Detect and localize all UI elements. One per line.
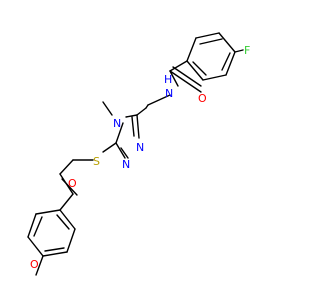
bond [56, 214, 70, 230]
atom-labels: F O N H N N N S O O [30, 44, 250, 271]
bond [115, 142, 126, 159]
bond [27, 236, 44, 257]
bond [221, 52, 231, 71]
bond [169, 70, 202, 93]
bond [33, 216, 43, 237]
bond [35, 255, 44, 276]
bond [186, 60, 204, 81]
bond [102, 142, 117, 153]
bond [186, 37, 197, 62]
bond [195, 32, 220, 39]
bond [169, 70, 179, 87]
bond [125, 114, 138, 118]
bond [42, 251, 68, 257]
bond [27, 213, 37, 238]
bond [59, 193, 74, 211]
fluorine-atom: F [244, 44, 250, 57]
molecule-structure: F O N H N N N S O O [27, 32, 250, 276]
bond [59, 159, 74, 175]
bond [147, 94, 171, 106]
triazole-n2-atom: N [122, 158, 130, 171]
bond [120, 147, 129, 159]
ether-oxygen-atom: O [30, 258, 39, 271]
bond [136, 107, 147, 116]
bond [44, 247, 65, 252]
sulfur-atom: S [93, 155, 100, 168]
structure-canvas: F O N H N N N S O O [27, 32, 250, 276]
bond [202, 74, 227, 81]
bond [199, 38, 223, 45]
bonds [27, 32, 244, 276]
bond [192, 61, 207, 76]
bond [66, 228, 76, 253]
bond [136, 114, 140, 139]
amide-nitrogen-atom: N [165, 87, 173, 100]
bond [218, 32, 236, 53]
bond [169, 60, 188, 72]
bond [234, 49, 244, 53]
bond [35, 209, 61, 215]
amide-oxygen-atom: O [198, 92, 207, 105]
triazole-n1-atom: N [136, 141, 144, 154]
ketone-oxygen-atom: O [68, 177, 77, 190]
bond [115, 122, 124, 144]
bond [59, 209, 76, 230]
bond [61, 178, 78, 196]
bond [172, 66, 202, 87]
bond [131, 116, 135, 137]
amide-hydrogen-atom: H [164, 73, 172, 86]
triazole-n4-atom: N [113, 117, 121, 130]
bond [102, 101, 113, 116]
bond [225, 51, 236, 76]
